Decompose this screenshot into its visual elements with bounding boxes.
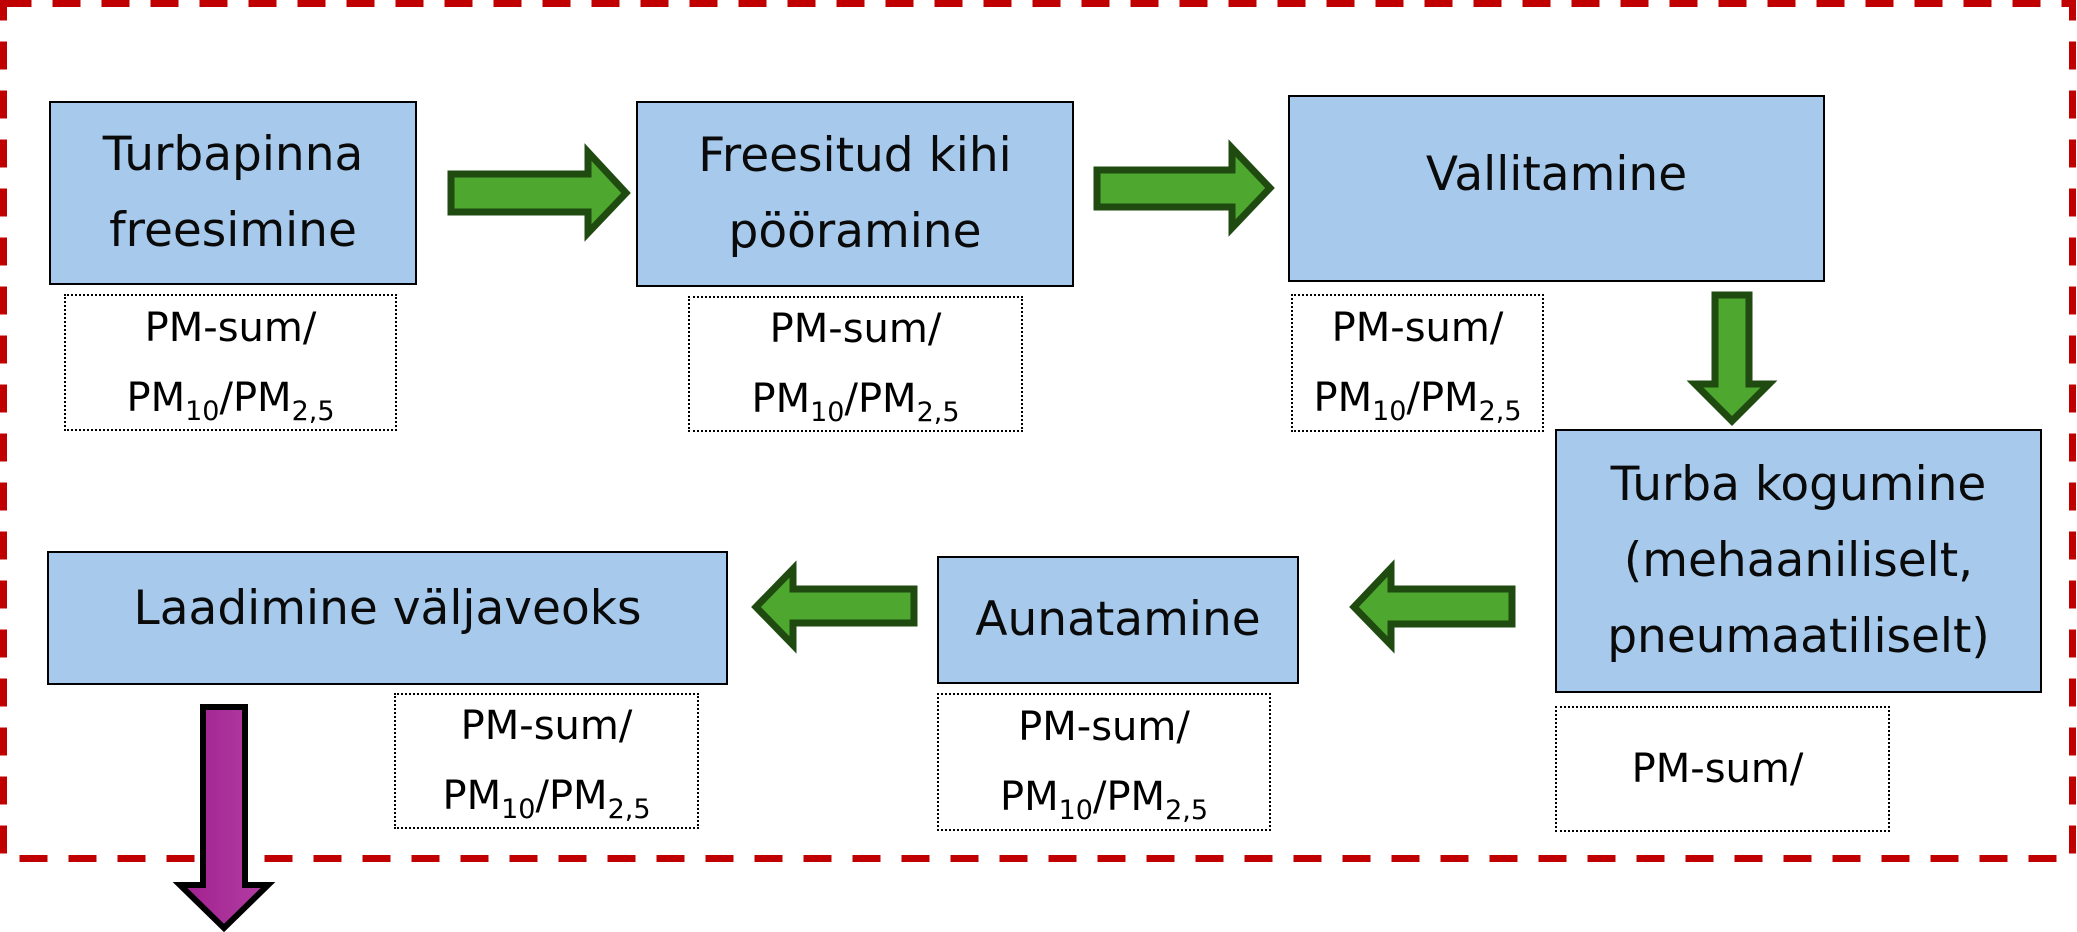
step-label-line: pööramine [728,204,982,259]
step-label-line: Freesitud kihi [698,128,1012,183]
pm-fraction-label: PM10/PM2,5 [751,376,960,428]
arrow-down-icon [1686,291,1778,426]
measurement-box-step-3: PM-sum/ PM10/PM2,5 [1291,294,1544,432]
measurement-box-step-2: PM-sum/ PM10/PM2,5 [688,296,1023,432]
step-label-line: (mehaaniliselt, [1623,533,1974,588]
step-label-line: freesimine [109,203,357,258]
step-label-line: Turbapinna [102,127,364,182]
arrow-right-icon [1093,139,1275,237]
measurement-box-step-6: PM-sum/ PM10/PM2,5 [394,693,699,829]
pm-sum-label: PM-sum/ [1631,746,1804,792]
measurement-box-step-1: PM-sum/ PM10/PM2,5 [64,294,397,431]
boundary-dashed-rect [0,0,2076,862]
measurement-box-step-4: PM-sum/ [1555,706,1890,832]
process-step-laadimine-valjaveoks: Laadimine väljaveoks [47,551,728,685]
pm-fraction-label: PM10/PM2,5 [126,374,335,427]
pm-sum-label: PM-sum/ [769,306,942,352]
pm-fraction-label: PM10/PM2,5 [442,773,651,825]
pm-sum-label: PM-sum/ [1018,704,1190,750]
pm-sum-label: PM-sum/ [460,703,633,749]
step-label-line: Vallitamine [1425,147,1688,202]
step-label-line: Aunatamine [975,592,1261,647]
step-label-line: Turba kogumine [1610,457,1987,512]
pm-sum-label: PM-sum/ [144,304,317,351]
pm-sum-label: PM-sum/ [1331,305,1504,351]
process-step-aunatamine: Aunatamine [937,556,1299,684]
measurement-box-step-5: PM-sum/ PM10/PM2,5 [937,693,1271,831]
arrow-left-icon [1349,559,1516,654]
process-step-vallitamine: Vallitamine [1288,95,1825,282]
step-label-line: pneumaatiliselt) [1607,609,1990,664]
process-step-freesitud-kihi-pooramine: Freesitud kihi pööramine [636,101,1074,287]
arrow-exit-down-icon [172,704,276,932]
process-step-turba-kogumine: Turba kogumine (mehaaniliselt, pneumaati… [1555,429,2042,693]
arrow-left-icon [751,560,918,654]
step-label-line: Laadimine väljaveoks [133,581,642,636]
process-step-turbapinna-freesimine: Turbapinna freesimine [49,101,417,285]
pm-fraction-label: PM10/PM2,5 [999,774,1209,826]
pm-fraction-label: PM10/PM2,5 [1313,375,1522,427]
arrow-right-icon [447,143,631,242]
